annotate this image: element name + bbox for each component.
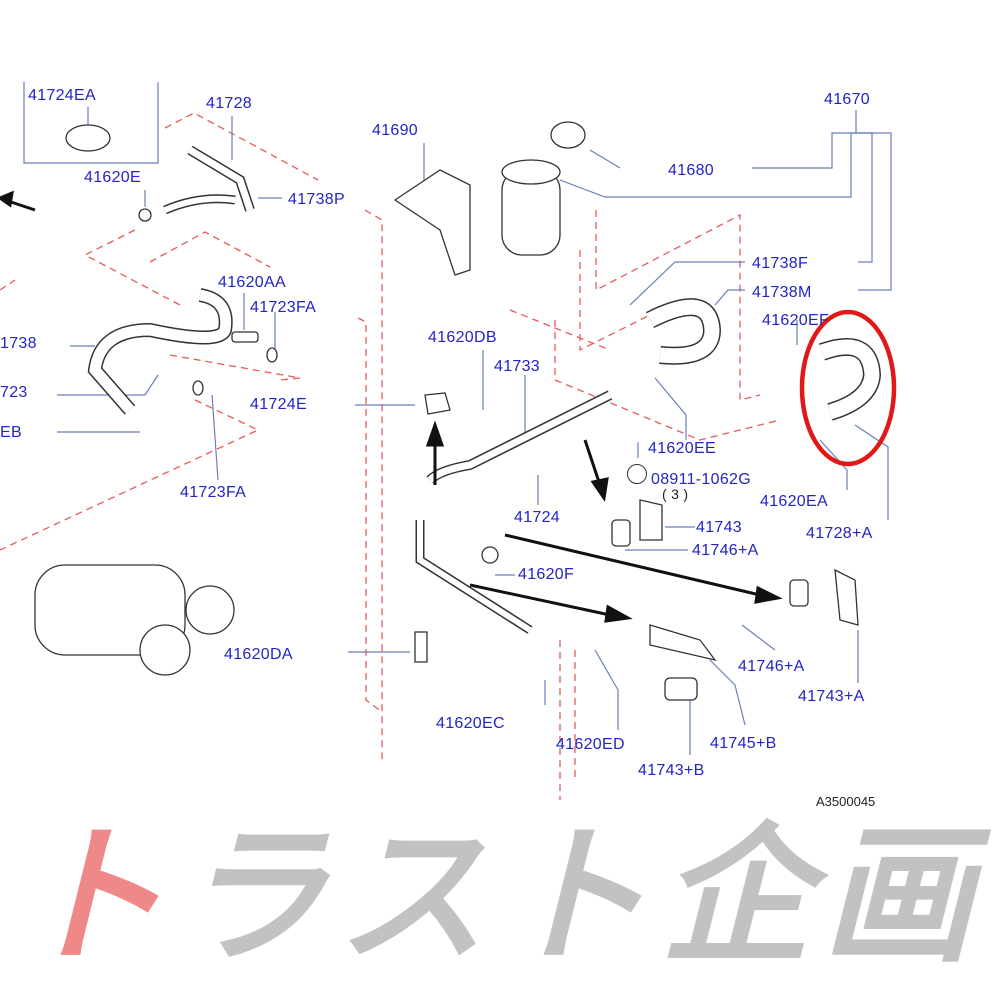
part-number-label: 08911-1062G bbox=[627, 464, 751, 489]
part-label: 723 bbox=[0, 384, 28, 401]
part-label: 41743 bbox=[696, 519, 742, 536]
part-label: 41738P bbox=[288, 191, 345, 208]
part-label: 41738M bbox=[752, 284, 812, 301]
diagram-code: A3500045 bbox=[816, 794, 876, 809]
part-label: 41680 bbox=[668, 162, 714, 179]
part-label: 41728+A bbox=[806, 525, 873, 542]
part-label: 1738 bbox=[0, 335, 37, 352]
part-outlines bbox=[34, 121, 882, 701]
part-label: 41746+A bbox=[692, 542, 759, 559]
part-label: 41728 bbox=[206, 95, 252, 112]
part-label: 41620ED bbox=[556, 736, 625, 753]
part-label: 41746+A bbox=[738, 658, 805, 675]
part-label: 41724 bbox=[514, 509, 560, 526]
part-label: 41690 bbox=[372, 122, 418, 139]
watermark-rest: ラスト企画 bbox=[177, 810, 985, 984]
part-label: EB bbox=[0, 424, 22, 441]
part-label: 41620E bbox=[84, 169, 141, 186]
watermark-logo: トラスト企画 bbox=[0, 805, 1000, 990]
part-label: 41620EE bbox=[648, 440, 716, 457]
arrows bbox=[0, 190, 783, 623]
part-label: 41620EA bbox=[760, 493, 828, 510]
part-label: 41745+B bbox=[710, 735, 777, 752]
part-label: 41620AA bbox=[218, 274, 286, 291]
part-label: 41723FA bbox=[250, 299, 317, 316]
part-label: 41724E bbox=[250, 396, 307, 413]
part-label: 41670 bbox=[824, 91, 870, 108]
dashed-assembly-lines bbox=[0, 112, 781, 800]
part-label: 41620EC bbox=[436, 715, 505, 732]
n-mark-icon bbox=[627, 464, 647, 484]
part-label: 41723FA bbox=[180, 484, 247, 501]
part-label: 41743+A bbox=[798, 688, 865, 705]
highlight-circle bbox=[799, 309, 897, 467]
part-label: 41620DA bbox=[224, 646, 293, 663]
watermark-first-char: ト bbox=[15, 810, 178, 984]
part-label: 41620DB bbox=[428, 329, 497, 346]
part-label: 41620EF bbox=[762, 312, 830, 329]
part-label: 41738F bbox=[752, 255, 809, 272]
quantity-label: ( 3 ) bbox=[662, 486, 689, 502]
part-label: 41743+B bbox=[638, 762, 705, 779]
part-label: 41733 bbox=[494, 358, 540, 375]
part-label: 41620F bbox=[518, 566, 575, 583]
leader-lines bbox=[23, 82, 892, 755]
part-label: 08911-1062G bbox=[651, 471, 751, 488]
part-label: 41724EA bbox=[28, 87, 96, 104]
